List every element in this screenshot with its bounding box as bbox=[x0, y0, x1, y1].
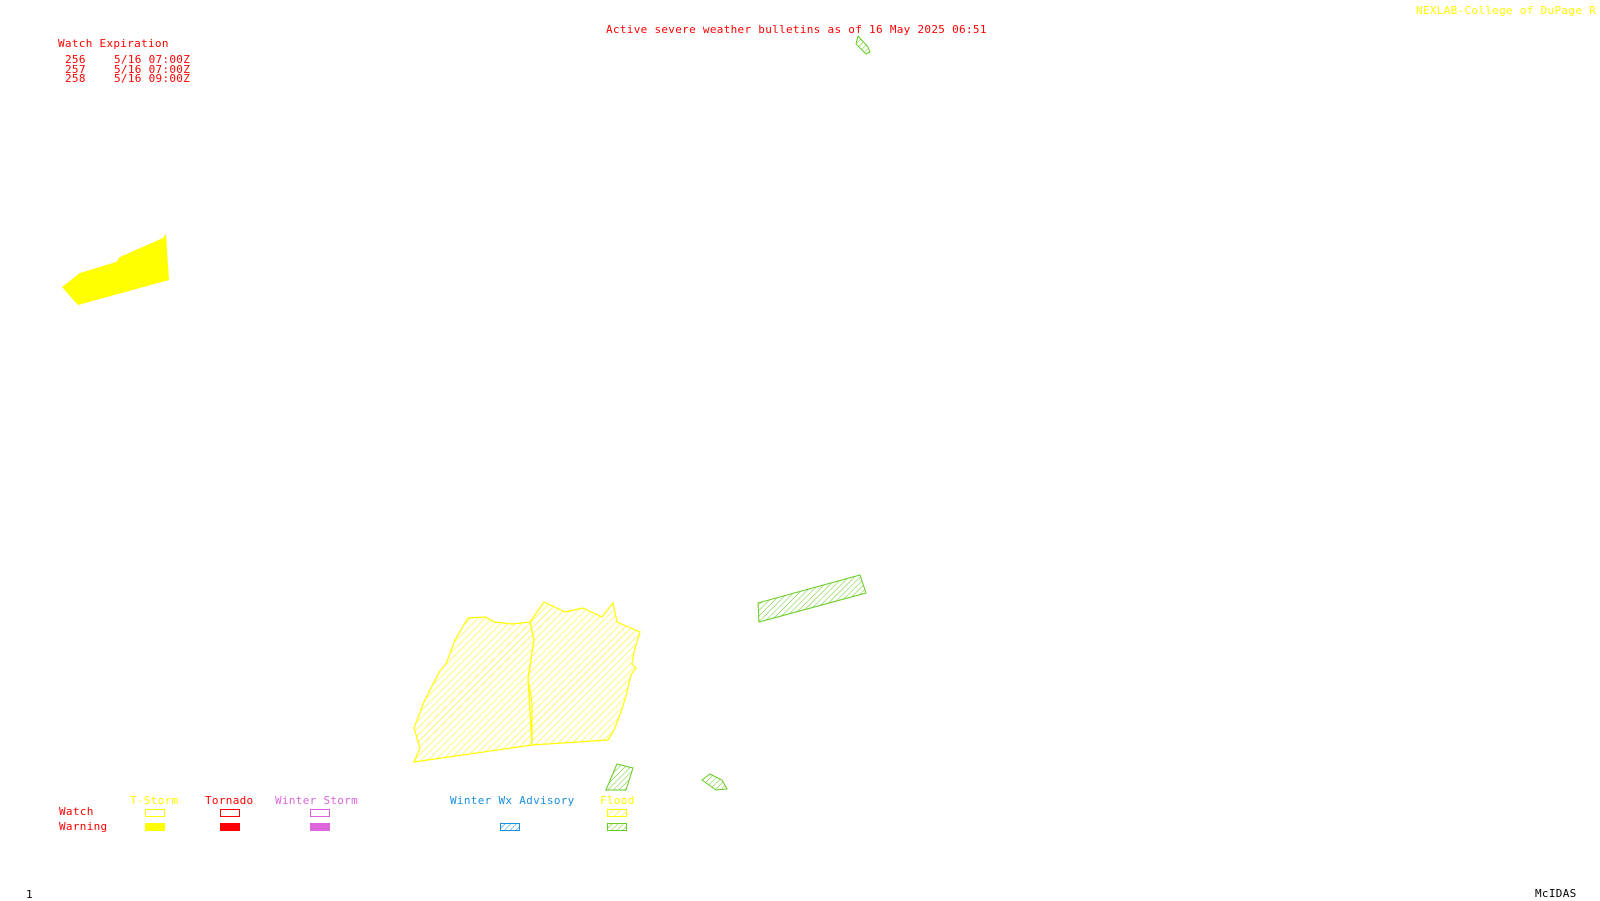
watch-id: 256 bbox=[65, 53, 86, 66]
watch-expires: 5/16 07:00Z bbox=[114, 63, 191, 76]
flood-watch-polygon-east bbox=[527, 601, 641, 746]
watch-expiration-heading: Watch Expiration bbox=[58, 37, 169, 50]
legend-tstorm-watch-swatch bbox=[145, 809, 165, 817]
watch-expires: 5/16 07:00Z bbox=[114, 53, 191, 66]
legend-row-warning: Warning bbox=[59, 820, 108, 833]
legend-tornado-label: Tornado bbox=[205, 794, 254, 807]
flood-warning-polygon-top bbox=[855, 34, 871, 55]
legend-winter-storm-label: Winter Storm bbox=[275, 794, 359, 807]
tstorm-warning-polygon bbox=[62, 234, 169, 305]
frame-number: 1 bbox=[26, 888, 33, 901]
flood-warning-polygon-small bbox=[701, 773, 728, 791]
legend-winter-storm-watch-swatch bbox=[310, 809, 330, 817]
legend-winter-storm-warning-swatch bbox=[310, 823, 330, 831]
watch-id: 257 bbox=[65, 63, 86, 76]
legend-tornado-warning-swatch bbox=[220, 823, 240, 831]
flood-watch-polygon-west bbox=[413, 616, 535, 763]
flood-warning-polygon-south bbox=[605, 763, 634, 791]
software-label: McIDAS bbox=[1535, 887, 1577, 900]
flood-warning-polygon-strip bbox=[757, 574, 867, 623]
legend-tornado-watch-swatch bbox=[220, 809, 240, 817]
legend-tstorm-warning-swatch bbox=[145, 823, 165, 831]
legend-winter-advisory-label: Winter Wx Advisory bbox=[450, 794, 575, 807]
legend-winter-advisory-swatch bbox=[500, 823, 520, 831]
legend-flood-watch-swatch bbox=[607, 809, 627, 817]
legend-flood-warning-swatch bbox=[607, 823, 627, 831]
legend-row-watch: Watch bbox=[59, 805, 94, 818]
watch-expires: 5/16 09:00Z bbox=[114, 72, 191, 85]
bulletin-title: Active severe weather bulletins as of 16… bbox=[606, 23, 987, 36]
credit-label: NEXLAB-College of DuPage R bbox=[1416, 4, 1596, 17]
watch-id: 258 bbox=[65, 72, 86, 85]
legend-flood-label: Flood bbox=[600, 794, 635, 807]
legend-tstorm-label: T-Storm bbox=[130, 794, 179, 807]
